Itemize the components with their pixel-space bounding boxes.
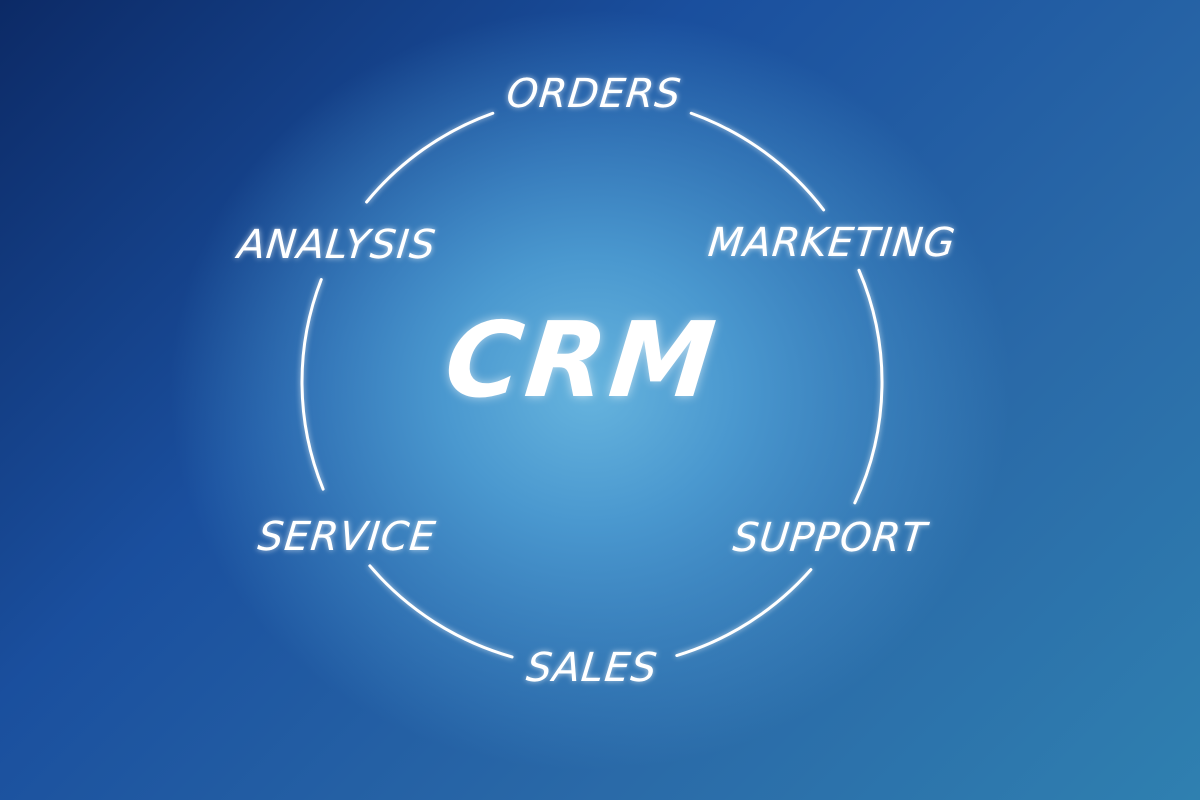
arc-sales-service [368,564,514,659]
arc-marketing-support [853,268,884,505]
label-sales: SALES [524,645,660,691]
label-service: SERVICE [255,514,439,560]
arc-orders-marketing [689,111,826,212]
label-marketing: MARKETING [705,220,959,266]
arc-service-analysis [300,278,325,491]
arc-analysis-orders [365,111,495,204]
label-support: SUPPORT [730,515,930,561]
label-orders: ORDERS [504,71,684,117]
crm-title: CRM [439,299,725,421]
label-analysis: ANALYSIS [235,222,439,268]
arc-support-sales [675,568,813,658]
